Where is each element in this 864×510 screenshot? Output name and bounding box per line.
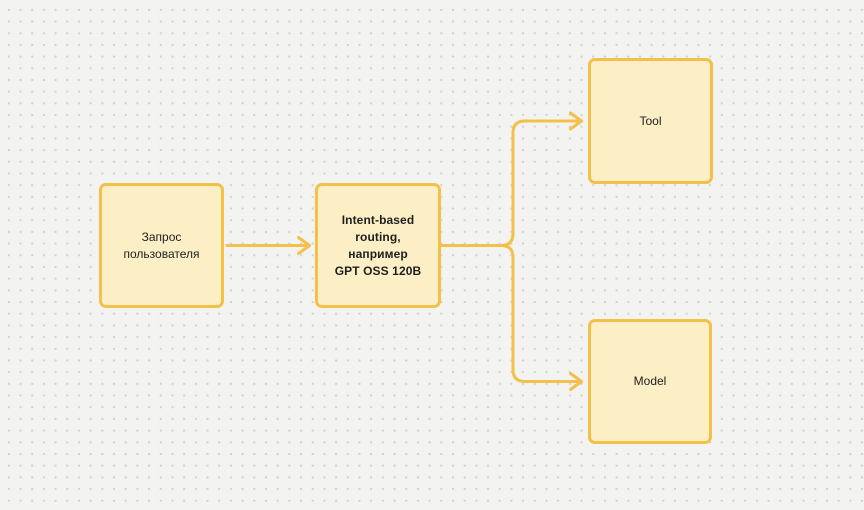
node-tool-label: Tool	[639, 113, 662, 128]
connector-router-to-tool[interactable]	[439, 111, 583, 247]
connector-router-to-model[interactable]	[439, 244, 583, 391]
connector-line	[439, 244, 580, 383]
connector-line	[439, 119, 580, 247]
node-model[interactable]: Model	[588, 319, 712, 444]
node-user-query-label: Запрос пользователя	[123, 229, 200, 261]
node-router-label: Intent-based routing, например GPT OSS 1…	[334, 212, 422, 278]
node-tool[interactable]: Tool	[588, 58, 713, 184]
node-router[interactable]: Intent-based routing, например GPT OSS 1…	[315, 183, 441, 308]
arrowhead-icon	[297, 236, 311, 255]
node-model-label: Model	[633, 374, 667, 388]
arrowhead-icon	[569, 111, 583, 131]
connector-user-query-to-router[interactable]	[225, 236, 311, 255]
node-user-query[interactable]: Запрос пользователя	[99, 183, 224, 308]
arrowhead-icon	[569, 372, 583, 391]
